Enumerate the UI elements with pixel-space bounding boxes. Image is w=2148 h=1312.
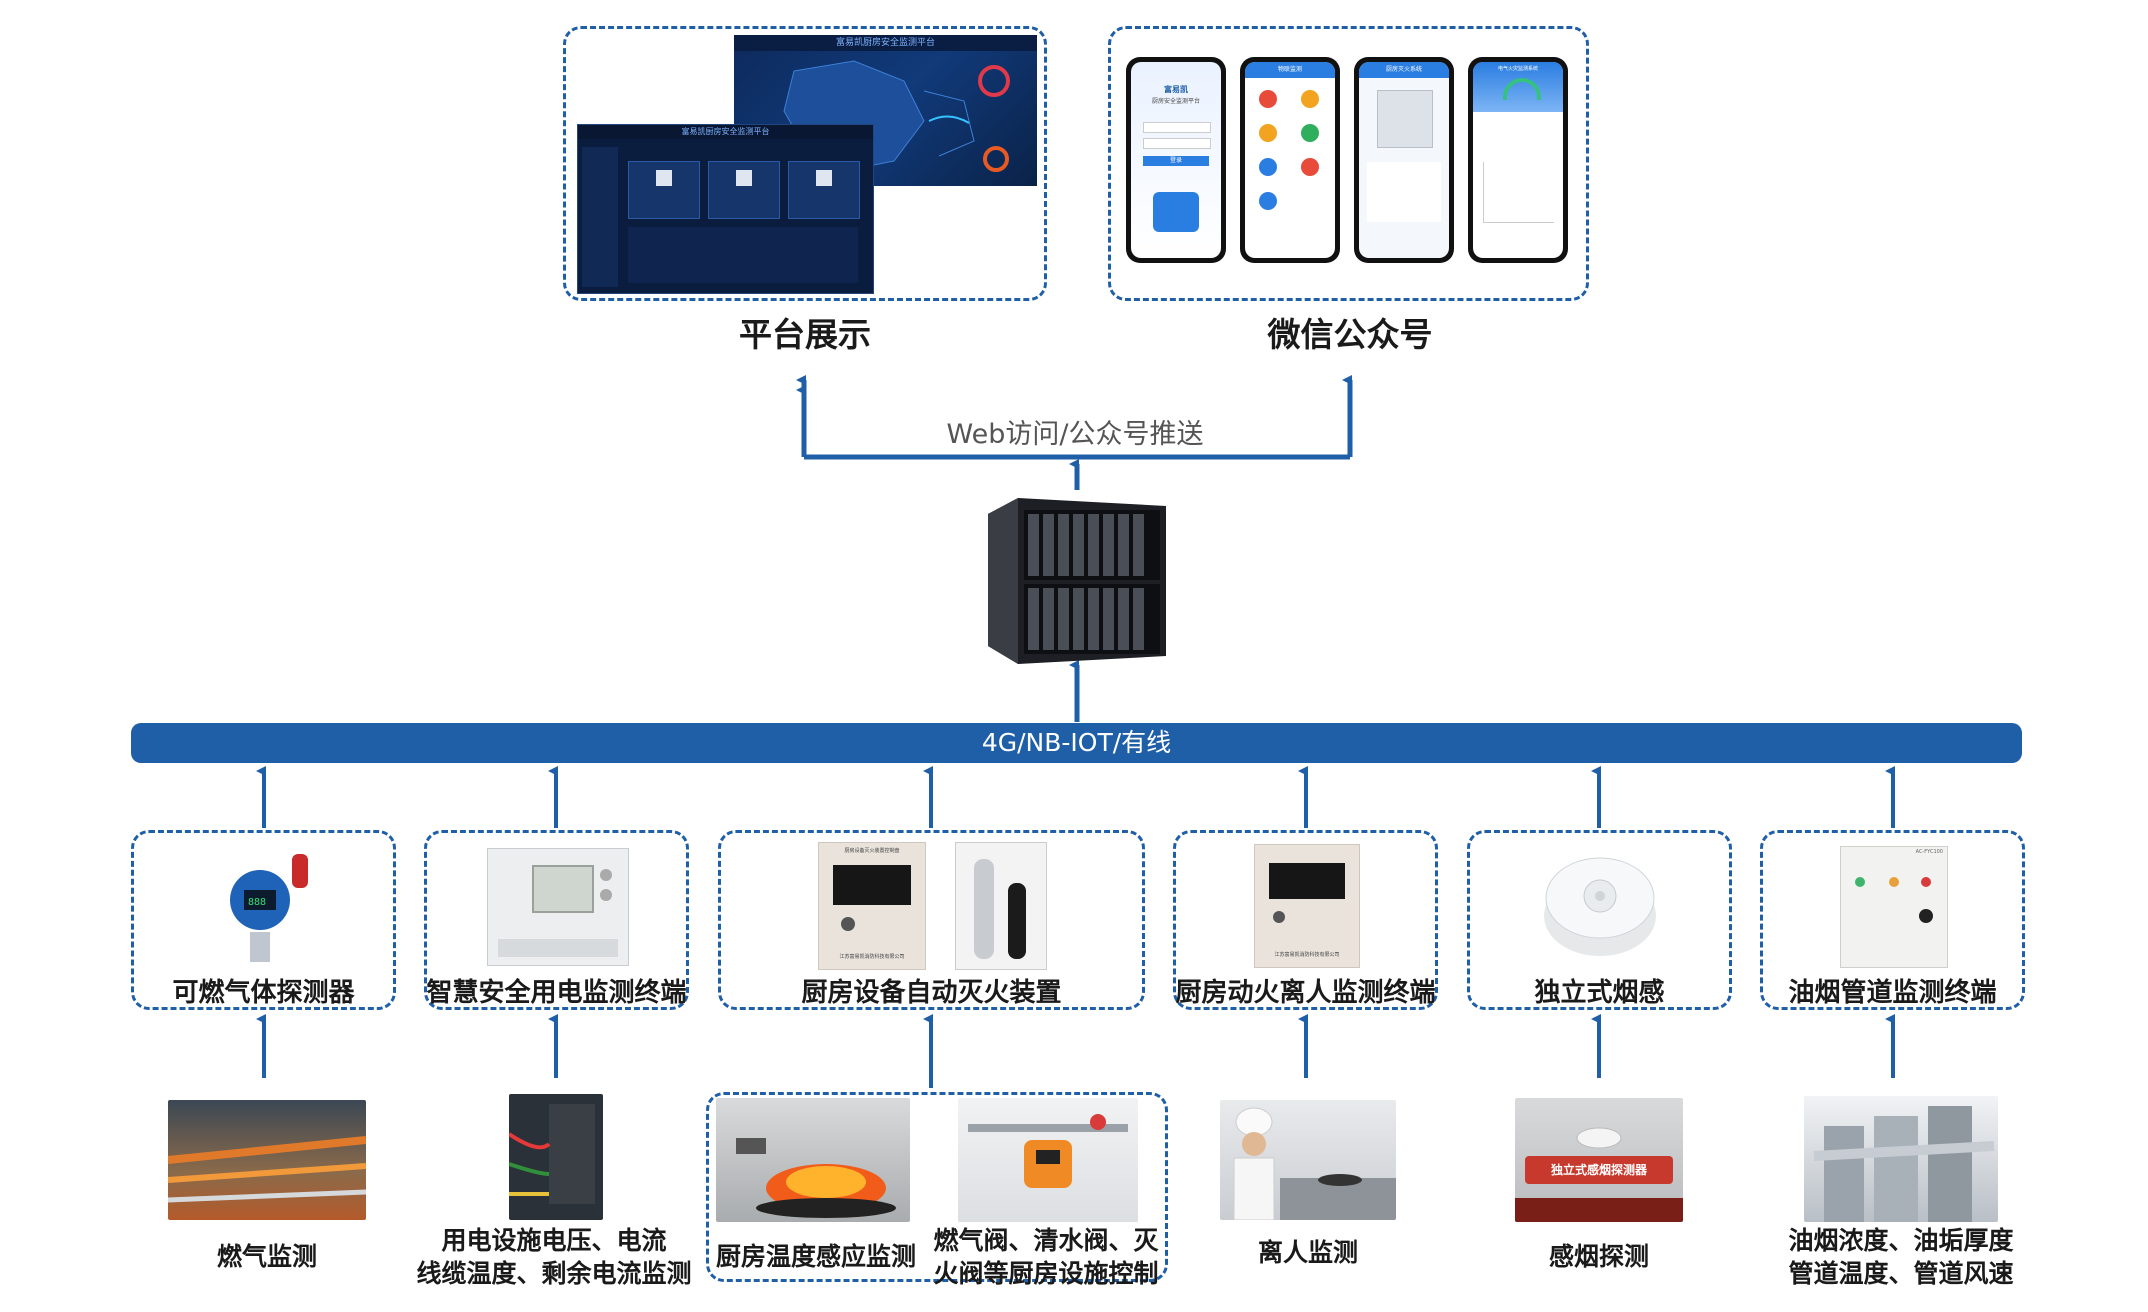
network-bus: 4G/NB-IOT/有线 — [131, 723, 2022, 763]
dashboard-front-title: 富易凯厨房安全监测平台 — [578, 125, 873, 139]
device-frame-fire — [718, 830, 1145, 1010]
dashboard-chart-area — [628, 227, 858, 283]
svg-text:888: 888 — [248, 897, 266, 908]
kitchen-fire-photo — [716, 1098, 910, 1222]
smoke-ceiling-photo: 独立式感烟探测器 — [1515, 1098, 1683, 1222]
fire-extinguisher-tanks-icon — [955, 842, 1047, 970]
dashboard-front-screen: 富易凯厨房安全监测平台 — [577, 124, 874, 294]
device-frame-duct — [1760, 830, 2025, 1010]
device-label: 油烟管道监测终端 — [1788, 978, 1997, 1008]
source-frame-fire-control — [706, 1092, 1168, 1282]
dashboard-back-title: 富易凯厨房安全监测平台 — [734, 35, 1037, 51]
chef-photo — [1220, 1100, 1396, 1220]
device-frame-nobody — [1173, 830, 1438, 1010]
wechat-frame — [1108, 26, 1589, 301]
device-frame-electric — [424, 830, 689, 1010]
duct-monitor-panel-icon: AC-FYC100 — [1840, 846, 1948, 968]
phone-menu: 物联监测 — [1240, 57, 1340, 263]
push-label: Web访问/公众号推送 — [946, 419, 1204, 450]
dashboard-card — [628, 161, 700, 219]
source-label: 燃气监测 — [216, 1242, 317, 1271]
source-label: 离人监测 — [1257, 1238, 1358, 1267]
device-label: 厨房设备自动灭火装置 — [801, 978, 1062, 1008]
dashboard-card — [708, 161, 780, 219]
nobody-monitor-panel-icon: 江苏富易凯消防科技有限公司 — [1254, 844, 1360, 968]
device-frame-gas — [131, 830, 396, 1010]
source-label-multiline: 燃气阀、清水阀、灭 火阀等厨房设施控制 — [933, 1226, 1159, 1288]
electric-wiring-photo — [509, 1094, 603, 1220]
source-label-multiline: 用电设施电压、电流 线缆温度、剩余电流监测 — [416, 1226, 692, 1288]
electric-terminal-icon — [487, 848, 629, 966]
gas-detector-icon: 888 — [210, 850, 320, 968]
valve-control-photo — [958, 1098, 1138, 1222]
gas-pipeline-photo — [168, 1100, 366, 1220]
server-rack-icon — [988, 496, 1166, 664]
source-label: 感烟探测 — [1548, 1242, 1649, 1271]
source-label: 厨房温度感应监测 — [715, 1242, 916, 1271]
device-label: 智慧安全用电监测终端 — [426, 978, 687, 1008]
duct-photo — [1804, 1096, 1998, 1222]
device-label: 厨房动火离人监测终端 — [1175, 978, 1436, 1008]
device-label: 可燃气体探测器 — [172, 978, 355, 1008]
device-label: 独立式烟感 — [1534, 978, 1665, 1008]
platform-label: 平台展示 — [739, 315, 871, 354]
phone-electric-monitor: 电气火灾监测系统 — [1468, 57, 1568, 263]
wechat-label: 微信公众号 — [1267, 315, 1433, 354]
device-frame-smoke — [1467, 830, 1732, 1010]
dashboard-sidebar — [582, 147, 618, 287]
fire-control-panel-icon: 厨房设备灭火装置控制盘 江苏富易凯消防科技有限公司 — [818, 842, 926, 970]
phone-login: 富易凯 厨房安全监测平台 登录 — [1126, 57, 1226, 263]
platform-frame — [563, 26, 1047, 301]
phone-fire-system: 厨房灭火系统 — [1354, 57, 1454, 263]
dashboard-card — [788, 161, 860, 219]
source-label-multiline: 油烟浓度、油垢厚度 管道温度、管道风速 — [1788, 1226, 2014, 1288]
smoke-detector-icon — [1540, 846, 1660, 966]
